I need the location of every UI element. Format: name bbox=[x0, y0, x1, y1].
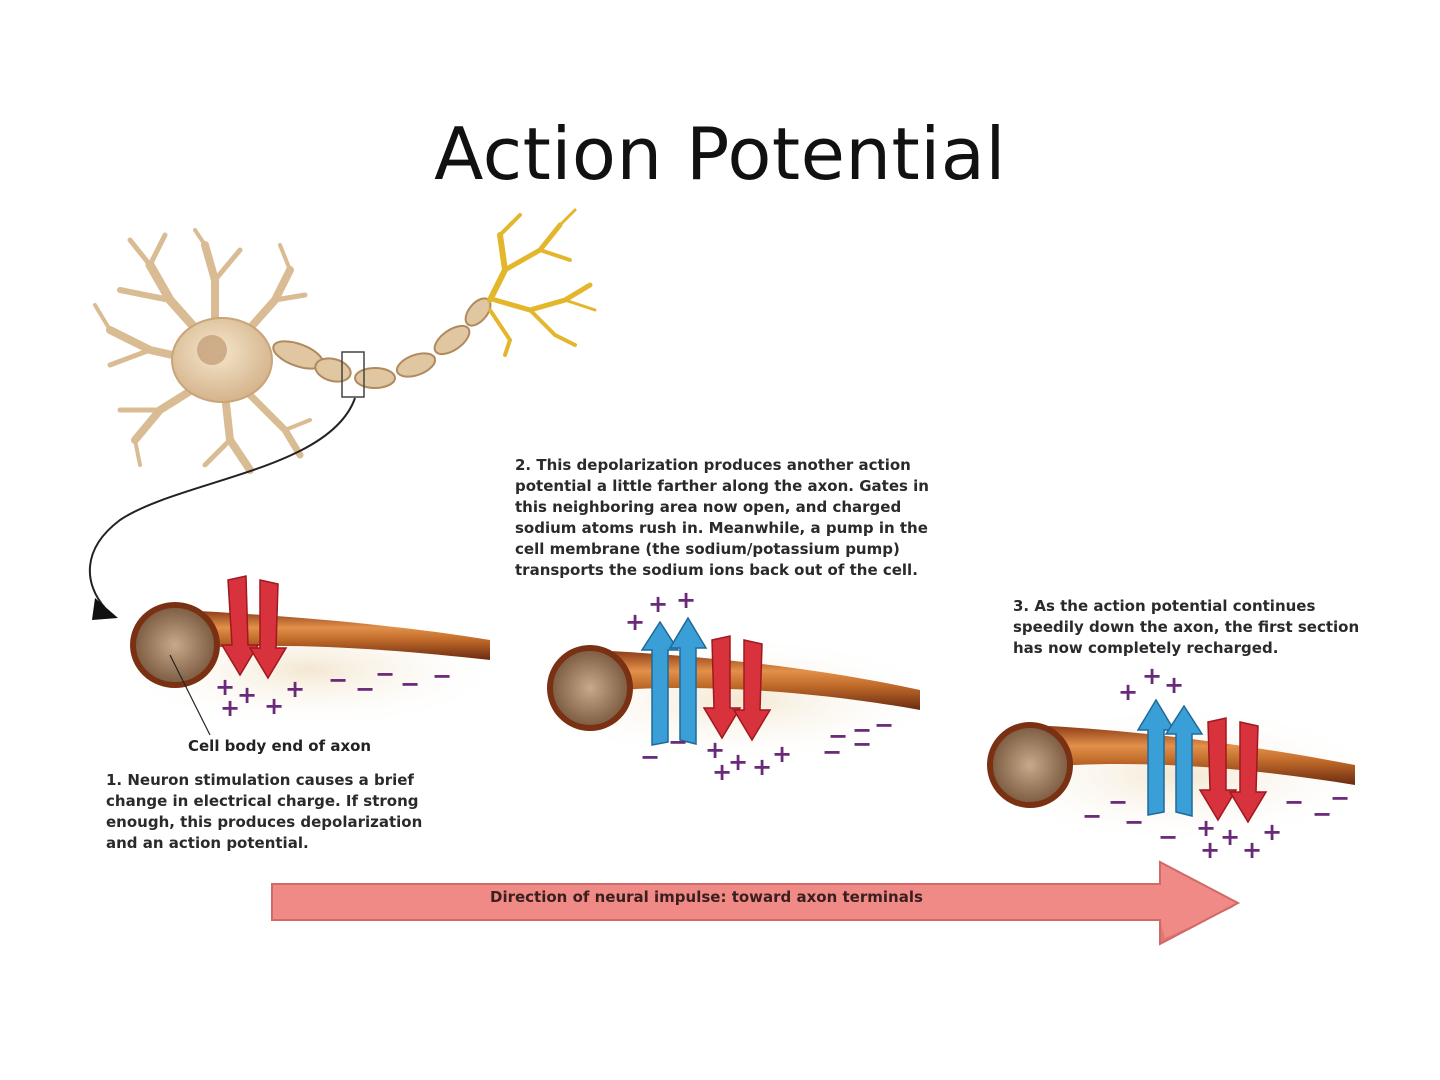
sodium-outflow-arrows bbox=[1136, 698, 1204, 817]
impulse-direction-label: Direction of neural impulse: toward axon… bbox=[490, 888, 923, 906]
sodium-inflow-arrows bbox=[1198, 717, 1268, 824]
svg-text:+: + bbox=[712, 758, 732, 786]
svg-text:−: − bbox=[1284, 788, 1304, 816]
svg-text:−: − bbox=[852, 730, 872, 758]
svg-text:−: − bbox=[355, 675, 375, 703]
svg-text:+: + bbox=[1118, 678, 1138, 706]
svg-text:+: + bbox=[648, 590, 668, 618]
svg-text:−: − bbox=[375, 660, 395, 688]
ion-charges-2: ++ + ++ ++ + −− −− −− − bbox=[625, 586, 894, 786]
sodium-inflow-arrows bbox=[220, 575, 288, 680]
svg-text:−: − bbox=[822, 738, 842, 766]
nucleus bbox=[197, 335, 227, 365]
svg-text:−: − bbox=[328, 666, 348, 694]
zoom-arrowhead bbox=[92, 598, 118, 620]
svg-text:+: + bbox=[705, 736, 725, 764]
ion-charges-1: ++ ++ + −− −− − bbox=[215, 660, 452, 722]
svg-text:+: + bbox=[1262, 818, 1282, 846]
svg-text:+: + bbox=[1196, 814, 1216, 842]
svg-text:+: + bbox=[285, 675, 305, 703]
svg-text:−: − bbox=[1158, 823, 1178, 851]
axon-terminals bbox=[487, 208, 597, 357]
zoom-region-box bbox=[341, 351, 365, 398]
axon-segment-3: ++ + ++ ++ + −− −− −− − bbox=[970, 662, 1390, 864]
step-2-caption: 2. This depolarization produces another … bbox=[515, 456, 929, 579]
sodium-inflow-arrows bbox=[702, 635, 772, 742]
svg-text:+: + bbox=[237, 681, 257, 709]
axon-segment-2: ++ + ++ ++ + −− −− −− − bbox=[530, 586, 950, 786]
svg-text:+: + bbox=[264, 692, 284, 720]
page-title: Action Potential bbox=[434, 112, 1006, 196]
svg-text:−: − bbox=[1330, 784, 1350, 812]
svg-text:−: − bbox=[400, 670, 420, 698]
neuron bbox=[88, 208, 597, 620]
svg-text:−: − bbox=[1312, 800, 1332, 828]
svg-text:+: + bbox=[752, 753, 772, 781]
svg-text:−: − bbox=[874, 711, 894, 739]
svg-text:−: − bbox=[1124, 808, 1144, 836]
svg-text:−: − bbox=[432, 662, 452, 690]
svg-text:+: + bbox=[772, 740, 792, 768]
svg-text:+: + bbox=[1200, 836, 1220, 864]
svg-text:+: + bbox=[215, 673, 235, 701]
svg-text:+: + bbox=[625, 608, 645, 636]
svg-text:+: + bbox=[728, 748, 748, 776]
myelin-sheath bbox=[272, 297, 492, 389]
step-3-caption: 3. As the action potential continues spe… bbox=[1013, 597, 1360, 657]
svg-text:+: + bbox=[220, 694, 240, 722]
svg-text:−: − bbox=[828, 722, 848, 750]
sodium-outflow-arrows bbox=[640, 616, 708, 746]
svg-text:−: − bbox=[852, 716, 872, 744]
svg-text:−: − bbox=[668, 728, 688, 756]
ion-charges-3: ++ + ++ ++ + −− −− −− − bbox=[1082, 662, 1350, 864]
svg-text:+: + bbox=[676, 586, 696, 614]
axon-segment-1: ++ ++ + −− −− − bbox=[110, 575, 510, 736]
impulse-direction-arrow bbox=[271, 860, 1241, 946]
axon-end-label: Cell body end of axon bbox=[188, 737, 372, 755]
svg-text:+: + bbox=[1164, 671, 1184, 699]
zoom-connector-line bbox=[88, 397, 356, 609]
svg-text:+: + bbox=[1220, 823, 1240, 851]
svg-text:−: − bbox=[1108, 788, 1128, 816]
svg-text:+: + bbox=[1242, 836, 1262, 864]
svg-text:−: − bbox=[640, 743, 660, 771]
step-1-caption: 1. Neuron stimulation causes a brief cha… bbox=[106, 771, 423, 852]
svg-text:−: − bbox=[1082, 802, 1102, 830]
svg-text:+: + bbox=[1142, 662, 1162, 690]
